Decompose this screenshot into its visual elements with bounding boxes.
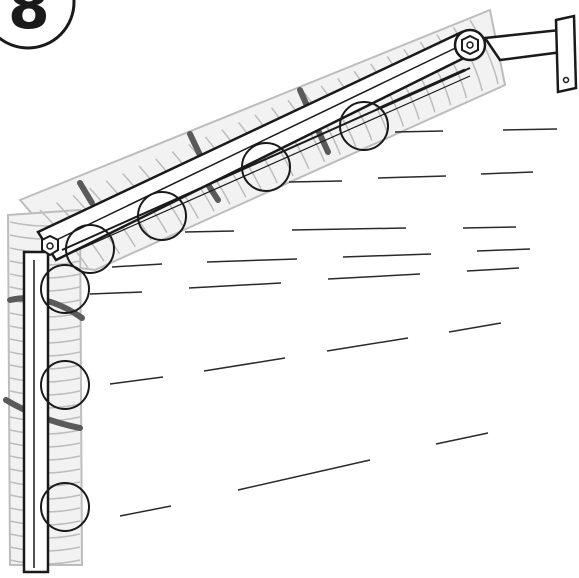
wall-plate-screw [562, 76, 570, 84]
support-strut-lower [59, 75, 471, 259]
insulation-rib [337, 78, 373, 141]
diagonal-rail [36, 30, 478, 262]
leader-line-8 [462, 226, 517, 229]
leader-line-22 [237, 459, 371, 491]
leader-line-21 [435, 432, 489, 445]
leader-line-13 [327, 273, 421, 280]
strap-2 [187, 131, 203, 158]
detail-marker-circle-2 [241, 142, 291, 192]
detail-marker-circle-7 [40, 482, 90, 532]
leader-line-16 [188, 282, 282, 289]
leader-line-11 [111, 263, 163, 268]
detail-marker-circle-6 [40, 360, 90, 410]
detail-markers [40, 101, 389, 532]
strap-1 [77, 180, 95, 206]
leader-line-14 [466, 267, 520, 272]
hex-pivot-icon [41, 234, 59, 257]
wall-mount-bracket-icon [379, 14, 578, 110]
leader-line-7 [291, 227, 407, 231]
leader-line-20 [109, 376, 164, 385]
step-badge-circle [0, 0, 76, 50]
leader-line-3 [288, 180, 343, 183]
leader-line-15 [89, 291, 143, 295]
bracket-arm [482, 28, 564, 62]
leader-line-18 [326, 337, 409, 352]
step-number: 8 [8, 0, 50, 43]
leader-line-19 [203, 357, 286, 372]
diagonal-rail-inner [47, 41, 469, 245]
insulation-rib [370, 63, 405, 127]
elbow-bolt [46, 242, 54, 250]
leader-line-9 [342, 253, 432, 258]
leader-line-6 [184, 230, 235, 233]
insulation-rib [403, 48, 436, 113]
leader-line-10 [476, 248, 531, 252]
step-badge: 8 [0, 0, 76, 50]
leader-line-1 [394, 130, 444, 133]
wall-plate [554, 14, 578, 94]
top-pivot-bolt [466, 41, 474, 49]
detail-marker-circle-1 [339, 101, 389, 151]
leader-line-17 [448, 322, 502, 333]
insulation-rib [386, 56, 420, 120]
leader-line-23 [119, 505, 172, 517]
leader-lines [89, 128, 558, 517]
insulation-rib [469, 19, 499, 85]
leader-line-2 [502, 128, 558, 131]
vertical-rail [22, 250, 50, 574]
detail-marker-circle-5 [40, 264, 90, 314]
gas-spring [379, 68, 466, 110]
frame-rail [22, 30, 478, 574]
leader-line-12 [206, 258, 298, 263]
detail-marker-circle-3 [137, 191, 187, 241]
detail-marker-circle-4 [65, 224, 115, 274]
leader-line-5 [480, 171, 534, 175]
leader-line-4 [377, 175, 447, 179]
